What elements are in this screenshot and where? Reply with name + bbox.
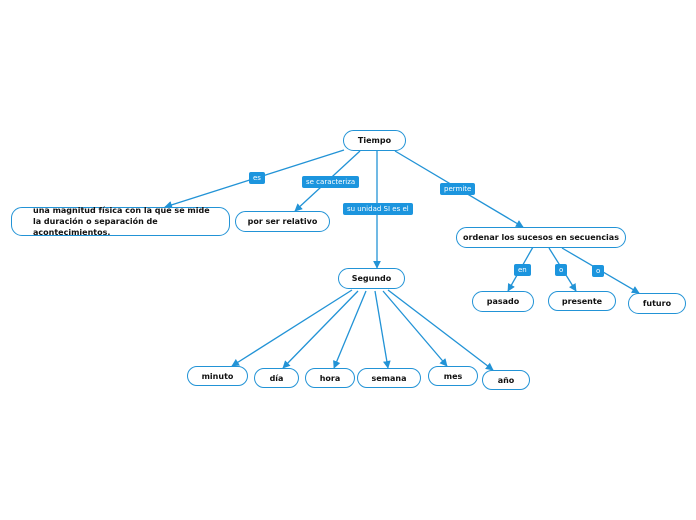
node-pasado[interactable]: pasado (472, 291, 534, 312)
link-label-permite: permite (440, 183, 476, 195)
link-label-es: es (249, 172, 265, 184)
link-label-o-futuro: o (592, 265, 605, 277)
node-ordenar[interactable]: ordenar los sucesos en secuencias (456, 227, 626, 248)
edge-segundo-minuto (231, 289, 353, 367)
edge-segundo-semana (374, 290, 391, 369)
edge-segundo-mes (382, 290, 448, 367)
edge-segundo-hora (333, 290, 367, 369)
edge-segundo-dia (282, 290, 359, 369)
node-mes[interactable]: mes (428, 366, 478, 386)
node-magnitud[interactable]: una magnitud física con la que se mide l… (11, 206, 230, 237)
node-tiempo[interactable]: Tiempo (343, 130, 406, 151)
node-por-ser-relativo[interactable]: por ser relativo (235, 211, 330, 232)
link-label-o-presente: o (555, 264, 568, 276)
node-minuto[interactable]: minuto (187, 366, 248, 386)
node-anio[interactable]: año (482, 370, 530, 390)
node-segundo[interactable]: Segundo (338, 268, 405, 289)
node-futuro[interactable]: futuro (628, 293, 686, 314)
node-semana[interactable]: semana (357, 368, 421, 388)
link-label-se-caracteriza: se caracteriza (302, 176, 360, 188)
link-label-en: en (514, 264, 531, 276)
edge-segundo-anio (387, 289, 494, 371)
link-label-su-unidad: su unidad SI es el (343, 203, 413, 215)
node-hora[interactable]: hora (305, 368, 355, 388)
node-presente[interactable]: presente (548, 291, 616, 311)
node-dia[interactable]: día (254, 368, 299, 388)
